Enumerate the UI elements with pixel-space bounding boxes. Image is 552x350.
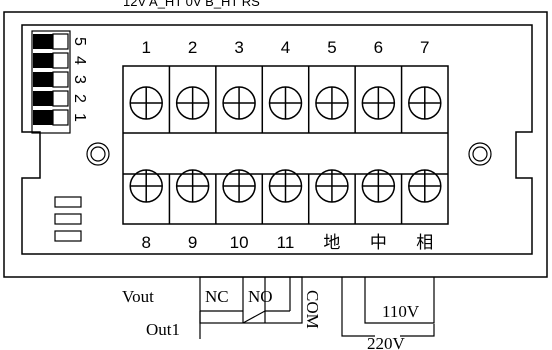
inner-plate — [21, 24, 533, 255]
led-indicator — [54, 213, 82, 225]
bottom-terminal-screw — [361, 169, 396, 203]
bottom-terminal-label: 中 — [370, 233, 387, 252]
terminal-block — [122, 65, 449, 225]
led-indicator — [54, 196, 82, 208]
dip-slot — [33, 109, 69, 126]
220v-label: 220V — [367, 334, 406, 350]
out1-label: Out1 — [146, 320, 180, 339]
nc-label: NC — [205, 287, 229, 306]
bottom-terminal-screw — [222, 169, 256, 203]
bottom-terminal-screw — [408, 169, 442, 203]
dip-number: 2 — [71, 94, 88, 103]
top-terminal-labels: 1 2 3 4 5 6 7 — [141, 38, 429, 57]
bottom-terminal-label: 8 — [141, 233, 150, 252]
top-terminal-screw — [175, 86, 210, 120]
terminal-block-frame — [122, 65, 449, 225]
top-terminal-label: 7 — [420, 38, 429, 57]
vout-label: Vout — [122, 287, 154, 306]
dip-number: 4 — [71, 56, 88, 65]
led-indicator — [54, 230, 82, 242]
top-terminal-screw — [361, 86, 396, 120]
top-terminal-screw — [268, 86, 303, 120]
dip-slot — [33, 90, 69, 107]
bottom-terminal-label: 11 — [277, 233, 295, 252]
dip-slot — [33, 71, 69, 88]
dip-number: 1 — [71, 113, 88, 122]
external-wiring: Vout NC NO COM Out1 110V 220V — [122, 276, 435, 350]
bottom-terminal-screw — [268, 169, 303, 203]
header-text: 12V A_HT 0V B_HT RS — [123, 0, 260, 9]
mounting-hole-left — [86, 142, 110, 166]
com-label: COM — [303, 290, 322, 329]
top-terminal-label: 1 — [141, 38, 150, 57]
dip-number: 5 — [71, 37, 88, 46]
bottom-terminal-screw — [129, 169, 163, 203]
top-terminal-label: 6 — [374, 38, 383, 57]
dip-slot — [33, 52, 69, 69]
dip-switch: 5 4 3 2 1 — [31, 30, 88, 134]
bottom-terminal-label: 地 — [323, 233, 340, 252]
top-terminal-label: 2 — [188, 38, 197, 57]
top-terminal-label: 4 — [281, 38, 290, 57]
top-terminal-screw — [408, 86, 442, 120]
bottom-terminal-labels: 8 9 10 11 地 中 相 — [141, 233, 433, 252]
dip-slot — [33, 33, 69, 50]
bottom-terminal-label: 9 — [188, 233, 197, 252]
bottom-terminal-screw — [315, 169, 349, 203]
enclosure-outline — [3, 11, 548, 278]
bottom-terminal-screw — [175, 169, 210, 203]
no-label: NO — [248, 287, 273, 306]
top-terminal-screw — [129, 86, 163, 120]
lead-110v — [364, 277, 435, 324]
dip-switch-frame — [31, 30, 71, 134]
relay-box — [199, 276, 303, 324]
bottom-terminal-label: 10 — [230, 233, 249, 252]
led-indicators — [54, 196, 82, 242]
relay-contact — [242, 310, 266, 324]
top-terminal-label: 5 — [327, 38, 336, 57]
110v-label: 110V — [382, 302, 420, 321]
lead-220v — [341, 277, 375, 337]
bottom-terminal-label: 相 — [416, 233, 433, 252]
mounting-hole-right — [468, 142, 492, 166]
top-terminal-screw — [222, 86, 256, 120]
top-terminal-label: 3 — [234, 38, 243, 57]
top-terminal-screw — [315, 86, 349, 120]
dip-number: 3 — [71, 75, 88, 84]
